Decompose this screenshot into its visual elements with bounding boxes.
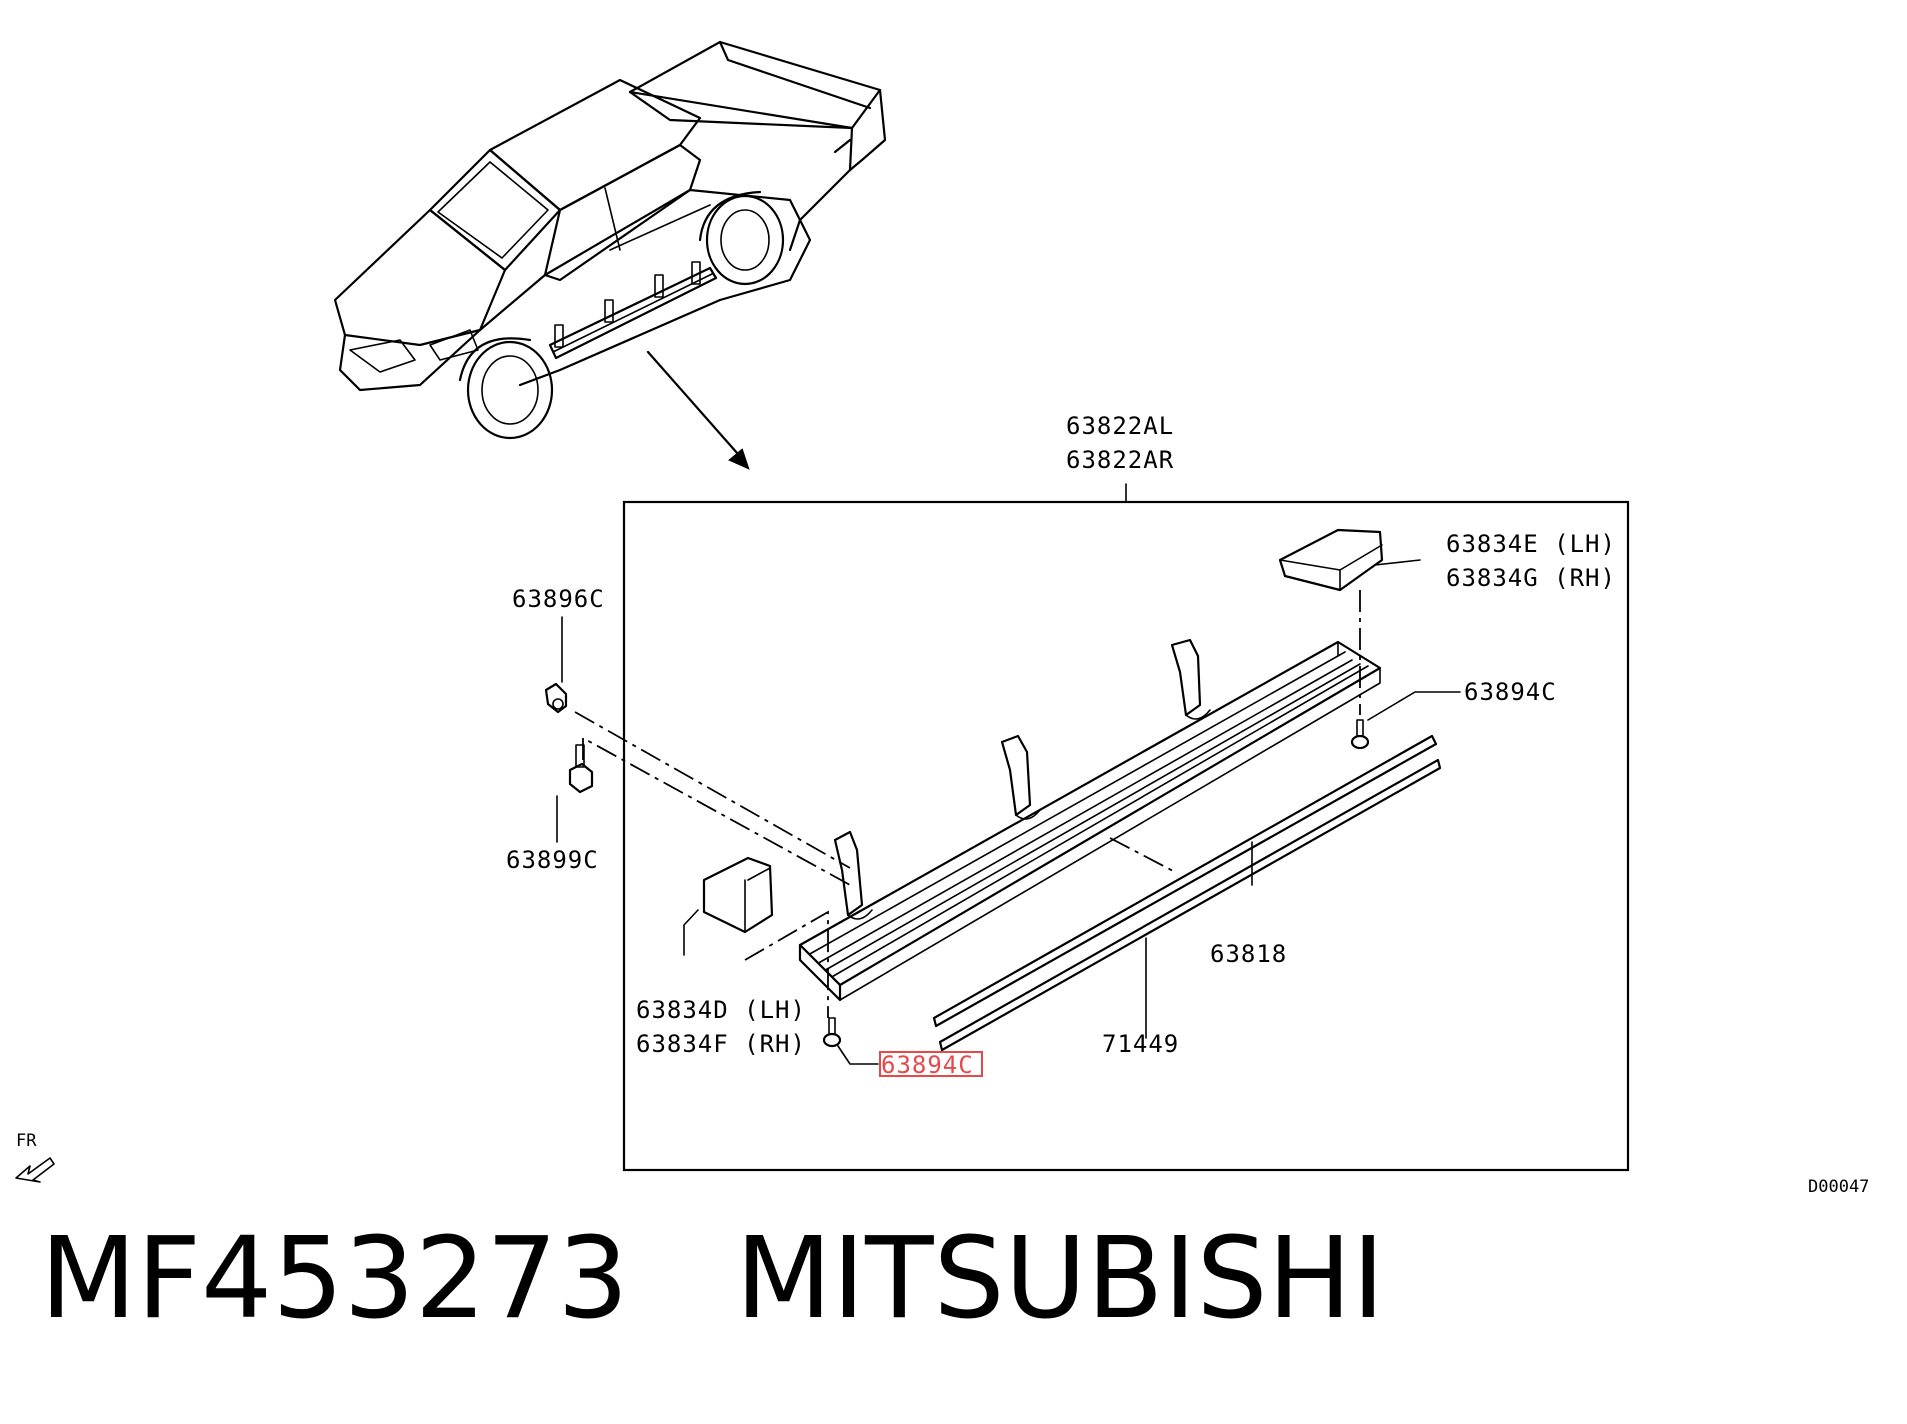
running-board-rail	[798, 638, 1382, 1002]
detail-frame	[622, 500, 1630, 1172]
callout-63896c: 63896C	[512, 585, 605, 613]
screw-bottom	[822, 1017, 842, 1048]
highlight-box	[879, 1051, 983, 1077]
callout-63834f: 63834F (RH)	[636, 1030, 806, 1058]
orientation-label: FR	[16, 1131, 37, 1151]
callout-63822ar: 63822AR	[1066, 446, 1174, 474]
bolt-63899c	[568, 744, 594, 794]
callout-63822al: 63822AL	[1066, 412, 1174, 440]
callout-63818: 63818	[1210, 940, 1287, 968]
screw-top	[1350, 719, 1370, 750]
callout-63834e: 63834E (LH)	[1446, 530, 1616, 558]
part-number: MF453273	[40, 1214, 629, 1344]
front-direction-marker: FR	[15, 1131, 55, 1183]
callout-63834g: 63834G (RH)	[1446, 564, 1616, 592]
callout-63894c-top: 63894C	[1464, 678, 1557, 706]
callout-63899c: 63899C	[506, 846, 599, 874]
part-caption: MF453273 MITSUBISHI	[40, 1217, 1385, 1341]
callout-63894c-bottom: 63894C	[881, 1051, 974, 1079]
brand-name: MITSUBISHI	[735, 1214, 1385, 1344]
callout-63834d: 63834D (LH)	[636, 996, 806, 1024]
clip-63896c	[544, 682, 568, 714]
callout-71449: 71449	[1102, 1030, 1179, 1058]
end-cap-rear	[1278, 528, 1384, 592]
molding-strips	[932, 734, 1442, 1052]
diagram-code: D00047	[1808, 1177, 1869, 1197]
end-cap-front	[702, 856, 774, 934]
truck-illustration	[333, 40, 887, 470]
